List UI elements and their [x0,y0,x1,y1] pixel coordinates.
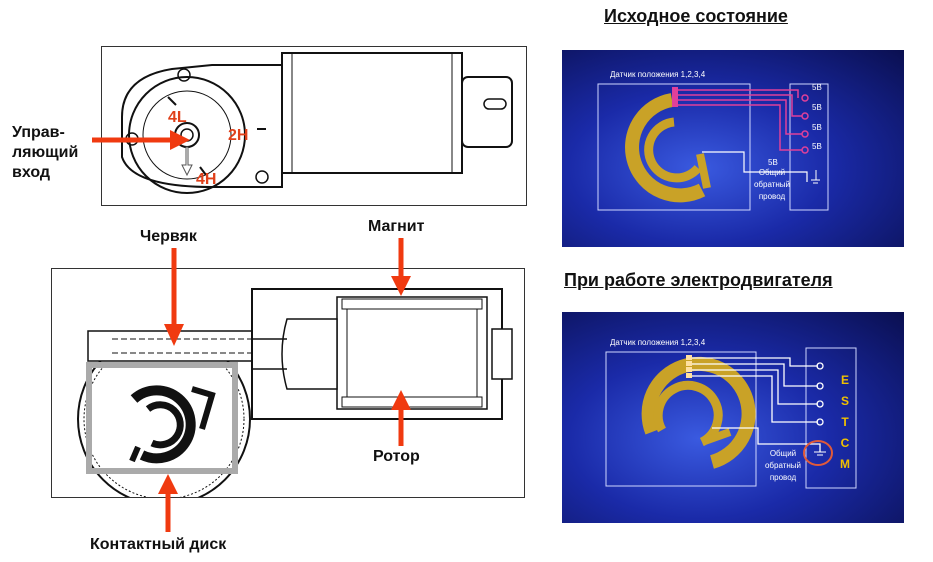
initial-voltage-4: 5B [812,142,822,151]
estcm-letter-e: E [840,373,849,387]
motor-running-heading: При работе электродвигателя [564,270,833,290]
estcm-letter-t: T [841,415,849,429]
running-ground-line-1: Общий [769,449,797,458]
control-input-line-2: ляющий [12,144,79,161]
initial-state-slide: Датчик положения 1,2,3,4 5B 5B 5B 5B 5B … [562,50,904,247]
initial-voltage-1: 5B [812,83,822,92]
initial-ground-voltage: 5B [768,158,778,167]
running-ground-line-3: провод [769,473,797,482]
motor-top-view-drawing [121,52,513,194]
contact-disk-label: Контактный диск [90,536,227,553]
control-input-line-3: вход [12,164,51,181]
position-4h-label: 4H [196,171,217,188]
initial-sensor-label: Датчик положения 1,2,3,4 [610,70,706,79]
estcm-letters: E S T C M [838,370,852,475]
motor-cutaway-drawing [77,288,513,506]
initial-voltage-2: 5B [812,103,822,112]
control-input-label: Управ- ляющий вход [12,123,78,183]
motor-running-schematic [605,347,857,489]
motor-cutaway-panel [51,268,525,506]
initial-ground-line-1: Общий [758,168,786,177]
control-input-line-1: Управ- [12,124,65,141]
motor-top-view-panel: 4L 2H 4H [101,46,527,206]
initial-ground-line-2: обратный [753,180,791,189]
contact-disk-graphic [129,385,216,464]
running-sensor-label: Датчик положения 1,2,3,4 [610,338,706,347]
magnet-label: Магнит [368,218,425,235]
worm-label: Червяк [140,228,197,245]
initial-voltage-3: 5B [812,123,822,132]
control-input-arrow [92,130,190,150]
initial-state-heading: Исходное состояние [604,6,788,26]
magnet-arrow [391,238,411,296]
rotor-label: Ротор [373,448,420,465]
motor-running-slide: Датчик положения 1,2,3,4 E S T C M Общий… [562,312,904,523]
initial-ground-line-3: провод [758,192,786,201]
estcm-letter-s: S [840,394,849,408]
contact-disk-arrow [158,474,178,532]
rotor-arrow [391,390,411,446]
running-ground-line-2: обратный [764,461,802,470]
estcm-letter-c: C [840,436,850,450]
initial-ground-label: Общий обратный провод [750,167,794,203]
position-4l-label: 4L [168,109,187,126]
initial-state-schematic [597,83,829,211]
estcm-letter-m: M [840,457,850,471]
position-2h-label: 2H [228,127,249,144]
worm-arrow [164,248,184,346]
running-ground-label: Общий обратный провод [758,448,808,484]
